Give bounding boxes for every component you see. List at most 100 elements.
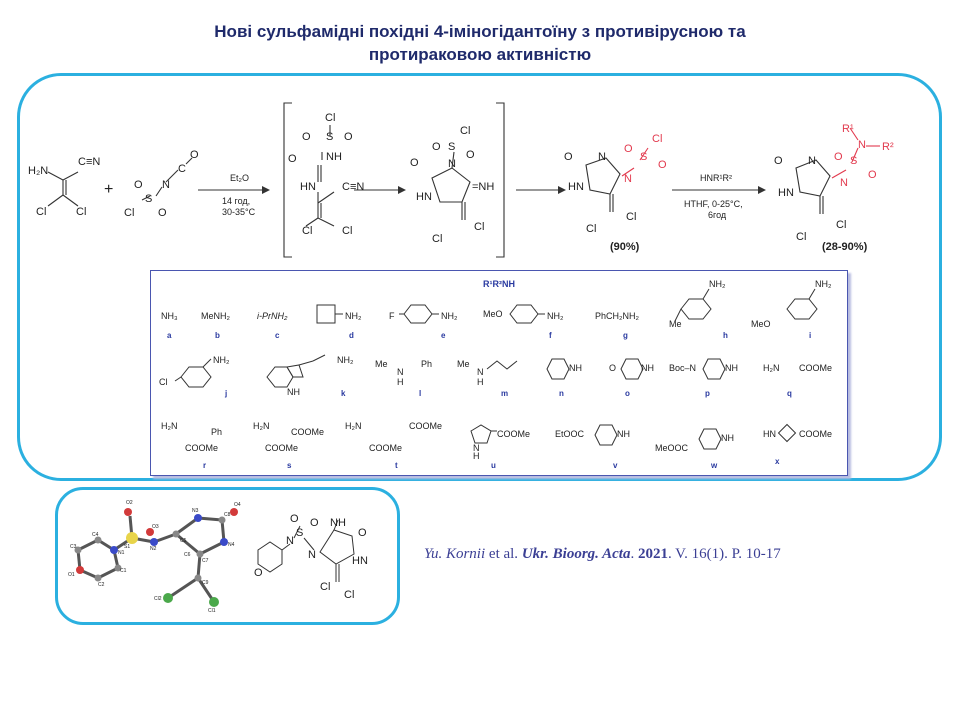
amine-i-ring — [786, 288, 818, 320]
amine-m-n: N — [477, 367, 484, 377]
label-o-p2: O — [774, 155, 783, 167]
amine-o: NH — [641, 363, 654, 373]
amine-o-ring — [620, 358, 644, 380]
amine-t: COOMe — [369, 443, 403, 453]
label-cl-red1: Cl — [652, 133, 662, 145]
amine-letter-p: p — [705, 389, 710, 398]
amine-s-h2n: H₂N — [253, 421, 270, 431]
amine-b: MeNH₂ — [201, 311, 230, 321]
amine-q: COOMe — [799, 363, 833, 373]
label-o-p1: O — [564, 151, 573, 163]
title-line-1: Нові сульфамідні похідні 4-іміногідантої… — [214, 22, 746, 41]
amine-o-o: O — [609, 363, 617, 373]
citation-journal: Ukr. Bioorg. Acta — [521, 546, 631, 562]
struct-o3: O — [310, 517, 319, 529]
atom-c5: C5 — [180, 538, 187, 544]
atom-n4: N4 — [228, 542, 235, 548]
label-cl-h1: Cl — [460, 125, 470, 137]
label-n-h: N — [448, 158, 456, 170]
amine-h-me: Me — [669, 319, 682, 329]
label-hn-p2: HN — [778, 187, 794, 199]
amine-j-ring — [174, 358, 212, 388]
atom-c7: C7 — [202, 558, 209, 564]
amine-table-header: R¹R²NH — [483, 279, 515, 289]
atom-c3: C3 — [70, 544, 77, 550]
amine-letter-b: b — [215, 331, 220, 340]
amine-d-drawing — [316, 304, 343, 324]
label-cl-p2b: Cl — [836, 219, 846, 231]
atom-c4: C4 — [92, 532, 99, 538]
yield-2: (28-90%) — [822, 241, 868, 253]
cond1-temp: 30-35°C — [222, 207, 256, 217]
amine-j: NH₂ — [213, 355, 230, 365]
amine-n: NH — [569, 363, 582, 373]
amine-letter-w: w — [711, 461, 718, 470]
citation-year: 2021 — [637, 546, 668, 562]
amine-s: COOMe — [265, 443, 299, 453]
struct-s: S — [296, 527, 303, 539]
label-cl-1b: Cl — [76, 206, 86, 218]
label-cl-1a: Cl — [36, 206, 46, 218]
atom-c9: C9 — [202, 580, 209, 586]
amine-j-cl: Cl — [159, 377, 168, 387]
label-r1: R¹ — [842, 123, 854, 135]
amine-letter-q: q — [787, 389, 792, 398]
atom-o2: O2 — [126, 500, 133, 506]
amine-letter-c: c — [275, 331, 280, 340]
amine-l: Ph — [421, 359, 433, 369]
amine-q-h2n: H₂N — [763, 363, 780, 373]
amine-g: PhCH₂NH₂ — [595, 311, 639, 321]
amine-letter-s: s — [287, 461, 292, 470]
amine-letter-x: x — [775, 457, 780, 466]
amine-m-h: H — [477, 377, 484, 387]
amine-f: NH₂ — [547, 311, 564, 321]
amine-e-ring — [399, 304, 439, 324]
label-o-b3: O — [288, 153, 297, 165]
citation: Yu. Kornii et al. Ukr. Bioorg. Acta. 202… — [424, 546, 781, 563]
amine-x-ring — [777, 423, 797, 443]
label-s-red1: S — [640, 151, 647, 163]
label-cn-1: C≡N — [78, 156, 100, 168]
amine-x-hn: HN — [763, 429, 776, 439]
amine-u-h: H — [473, 451, 480, 461]
amine-t-coome2: COOMe — [409, 421, 443, 431]
label-o-red3: O — [834, 151, 843, 163]
label-o-b2: O — [344, 131, 353, 143]
citation-sep: . — [630, 546, 638, 562]
amine-letter-g: g — [623, 331, 628, 340]
amine-u-n: N — [473, 443, 480, 453]
crystal-frame — [55, 487, 400, 625]
atom-cl1: Cl1 — [208, 608, 216, 614]
struct-cl1: Cl — [320, 581, 330, 593]
amine-d: NH₂ — [345, 311, 362, 321]
amine-p-ring — [702, 358, 726, 380]
atom-o3: O3 — [152, 524, 159, 530]
amine-letter-a: a — [167, 331, 172, 340]
label-cn-b: C≡N — [342, 181, 364, 193]
citation-etal: et al. — [485, 546, 522, 562]
amine-letter-l: l — [419, 389, 422, 398]
label-nh-b: NH — [326, 151, 342, 163]
amine-letter-j: j — [225, 389, 228, 398]
label-o-r3: O — [190, 149, 199, 161]
label-cl-h3: Cl — [432, 233, 442, 245]
label-n-r: N — [162, 179, 170, 191]
label-hn-b: HN — [300, 181, 316, 193]
amine-h: NH₂ — [709, 279, 726, 289]
amine-u-ring — [470, 424, 497, 444]
label-cl-b3: Cl — [342, 225, 352, 237]
citation-rest: . V. 16(1). P. 10-17 — [667, 546, 781, 562]
cond2-time: 6год — [708, 210, 727, 220]
label-n-red3: N — [858, 139, 866, 151]
amine-letter-k: k — [341, 389, 346, 398]
amine-e: NH₂ — [441, 311, 458, 321]
struct-n1: N — [286, 535, 294, 547]
label-o-h1: O — [432, 141, 441, 153]
label-o-red1: O — [624, 143, 633, 155]
yield-1: (90%) — [610, 241, 640, 253]
label-s-b: S — [326, 131, 333, 143]
amine-r: COOMe — [185, 443, 219, 453]
atom-c2: C2 — [98, 582, 105, 588]
amine-p-boc: Boc–N — [669, 363, 697, 373]
amine-letter-n: n — [559, 389, 564, 398]
